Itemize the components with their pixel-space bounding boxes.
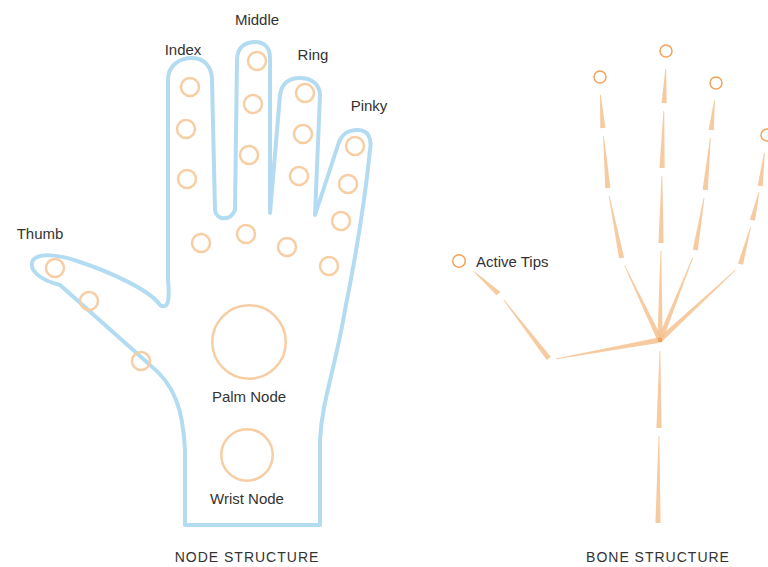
bone-segment (655, 436, 660, 523)
bone-segment (709, 100, 715, 130)
panel-caption: BONE STRUCTURE (586, 549, 730, 565)
joint-circle (320, 257, 338, 275)
node-label: Wrist Node (210, 490, 284, 507)
bone-segment (624, 265, 661, 339)
bone-segment (758, 153, 765, 187)
joint-circle (46, 259, 64, 277)
bone-segment (503, 300, 551, 360)
bone-segment (600, 95, 605, 128)
joint-circle (294, 125, 312, 143)
node-circle-shape (453, 255, 466, 268)
node-label: Palm Node (212, 388, 286, 405)
node-outline (452, 254, 466, 268)
finger-label: Pinky (351, 97, 388, 114)
node-circle-shape (221, 429, 273, 481)
palm-joint (658, 338, 663, 343)
node-circle: Palm Node (211, 304, 287, 380)
joint-circle (278, 238, 296, 256)
bone-segment (658, 176, 663, 243)
joint-circle (332, 212, 350, 230)
joint-circle (290, 167, 308, 185)
finger-label: Ring (298, 46, 329, 63)
joint-circle (178, 170, 196, 188)
joint-circle (192, 234, 210, 252)
joint-circle (296, 84, 314, 102)
tip-circle (710, 77, 722, 89)
joint-circle (346, 137, 364, 155)
bone-segment (693, 198, 705, 251)
tip-circles (594, 45, 768, 141)
joint-circle (244, 95, 262, 113)
node-outline (220, 428, 274, 482)
joint-circle (181, 78, 199, 96)
bone-segment (750, 192, 760, 221)
finger-label: Index (165, 41, 202, 58)
tip-circle (594, 71, 606, 83)
joint-circle (80, 292, 98, 310)
node-circle: Active Tips (452, 254, 466, 268)
joint-circle (132, 352, 150, 370)
bone-segment (603, 136, 610, 188)
finger-label: Thumb (17, 225, 64, 242)
joint-circle (237, 225, 255, 243)
bone-segment (473, 271, 500, 296)
node-circle-shape (212, 305, 286, 379)
hand-outline (32, 42, 371, 525)
finger-label: Middle (235, 11, 279, 28)
joint-circle (339, 175, 357, 193)
bone-segment (703, 138, 711, 190)
bone-segment (738, 227, 751, 265)
bone-segment (657, 251, 662, 338)
joint-circle (240, 146, 258, 164)
panel-caption: NODE STRUCTURE (175, 549, 320, 565)
node-outline (211, 304, 287, 380)
tip-circle (761, 129, 768, 141)
bone-segment (660, 270, 736, 341)
node-label: Active Tips (476, 253, 549, 270)
joint-circles (46, 52, 364, 370)
bone-segment (556, 338, 659, 360)
bone-segment (656, 351, 661, 428)
tip-circle (660, 45, 672, 57)
bone-segment (609, 196, 624, 259)
bone-structure (473, 69, 764, 523)
joint-circle (248, 52, 266, 70)
node-circle: Wrist Node (220, 428, 274, 482)
bone-segment (659, 111, 664, 168)
bone-segment (662, 69, 667, 103)
joint-circle (177, 120, 195, 138)
